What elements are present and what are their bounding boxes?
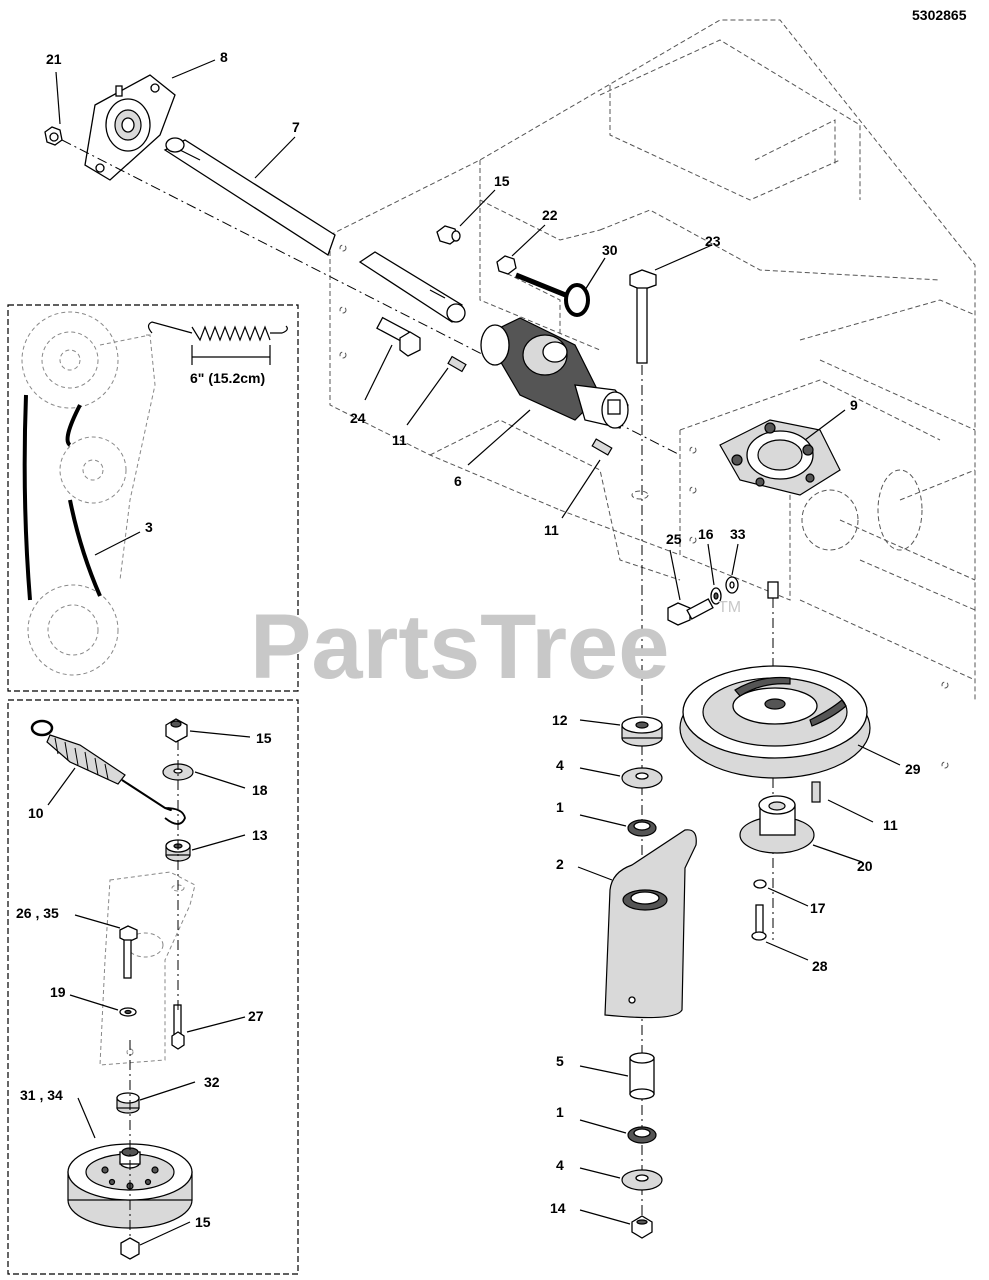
spring-10	[30, 719, 186, 825]
callout-17[interactable]: 17	[810, 900, 826, 916]
gearbox-9	[719, 419, 841, 599]
screw-28	[751, 904, 767, 941]
nut-15-top	[436, 225, 461, 245]
callout-33[interactable]: 33	[730, 526, 746, 542]
bearing-1-a	[627, 819, 657, 837]
hub-20	[739, 795, 815, 854]
bearing-32	[116, 1092, 140, 1114]
callout-15-top[interactable]: 15	[494, 173, 510, 189]
stub-shaft	[358, 251, 466, 323]
nut-22	[496, 255, 517, 275]
nut-14	[631, 1215, 653, 1239]
bolt-24	[376, 316, 421, 357]
pulley-29	[679, 665, 871, 779]
callout-9[interactable]: 9	[850, 397, 858, 413]
diagram-id: 5302865	[912, 7, 967, 23]
callout-29[interactable]: 29	[905, 761, 921, 777]
callout-10[interactable]: 10	[28, 805, 44, 821]
callout-23[interactable]: 23	[705, 233, 721, 249]
dimension-label: 6" (15.2cm)	[190, 370, 265, 386]
key-11-b	[591, 438, 613, 456]
callout-21[interactable]: 21	[46, 51, 62, 67]
inset-belt-routing	[7, 304, 299, 692]
callout-1-a[interactable]: 1	[556, 799, 564, 815]
callout-3[interactable]: 3	[145, 519, 153, 535]
callout-7[interactable]: 7	[292, 119, 300, 135]
callout-25[interactable]: 25	[666, 531, 682, 547]
flange-bearing-8	[84, 74, 176, 181]
callout-20[interactable]: 20	[857, 858, 873, 874]
callout-15-bottom[interactable]: 15	[195, 1214, 211, 1230]
bolt-23	[629, 269, 657, 364]
callout-16[interactable]: 16	[698, 526, 714, 542]
nut-15-inset	[165, 718, 188, 743]
callout-6[interactable]: 6	[454, 473, 462, 489]
washer-33	[725, 576, 739, 594]
idler-arm-2	[604, 829, 697, 1019]
callout-30[interactable]: 30	[602, 242, 618, 258]
callout-13[interactable]: 13	[252, 827, 268, 843]
callout-11-c[interactable]: 11	[883, 817, 898, 833]
bearing-1-b	[627, 1126, 657, 1144]
spacer-12	[621, 716, 663, 747]
bolt-27	[171, 1004, 185, 1050]
callout-28[interactable]: 28	[812, 958, 828, 974]
bolt-25	[667, 598, 714, 626]
belt-routing-ghost	[21, 311, 156, 676]
watermark: PartsTree	[250, 596, 669, 698]
key-11-c	[811, 781, 821, 803]
callout-11-b[interactable]: 11	[544, 522, 559, 538]
callout-5[interactable]: 5	[556, 1053, 564, 1069]
spring-measure	[147, 321, 288, 365]
eyebolt-30	[515, 272, 590, 317]
callout-18[interactable]: 18	[252, 782, 268, 798]
nut-21	[44, 126, 63, 146]
shaft-7	[163, 137, 336, 256]
callout-4-b[interactable]: 4	[556, 1157, 564, 1173]
callout-15-inset[interactable]: 15	[256, 730, 272, 746]
inset-idler-assembly	[7, 699, 299, 1275]
watermark-tm: TM	[718, 599, 741, 616]
callout-26-35[interactable]: 26 , 35	[16, 905, 59, 921]
callout-14[interactable]: 14	[550, 1200, 566, 1216]
callout-4-a[interactable]: 4	[556, 757, 564, 773]
callout-1-b[interactable]: 1	[556, 1104, 564, 1120]
axis-top-shaft	[61, 139, 681, 456]
callout-22[interactable]: 22	[542, 207, 558, 223]
callout-32[interactable]: 32	[204, 1074, 220, 1090]
washer-19	[119, 1007, 137, 1017]
spacer-5	[629, 1052, 655, 1100]
u-joint-6	[480, 317, 629, 429]
callout-2[interactable]: 2	[556, 856, 564, 872]
callout-11-a[interactable]: 11	[392, 432, 407, 448]
callout-27[interactable]: 27	[248, 1008, 264, 1024]
bolt-26-35	[119, 925, 138, 979]
callout-24[interactable]: 24	[350, 410, 366, 426]
callout-31-34[interactable]: 31 , 34	[20, 1087, 63, 1103]
washer-17	[753, 879, 767, 889]
callout-12[interactable]: 12	[552, 712, 568, 728]
callout-19[interactable]: 19	[50, 984, 66, 1000]
washer-16	[710, 587, 722, 605]
key-11-a	[447, 355, 467, 373]
leader-lines	[47, 59, 901, 1246]
washer-4-a	[621, 767, 663, 789]
nut-15-bottom	[120, 1237, 140, 1260]
washer-4-b	[621, 1169, 663, 1191]
callout-8[interactable]: 8	[220, 49, 228, 65]
belt-3	[22, 394, 102, 601]
